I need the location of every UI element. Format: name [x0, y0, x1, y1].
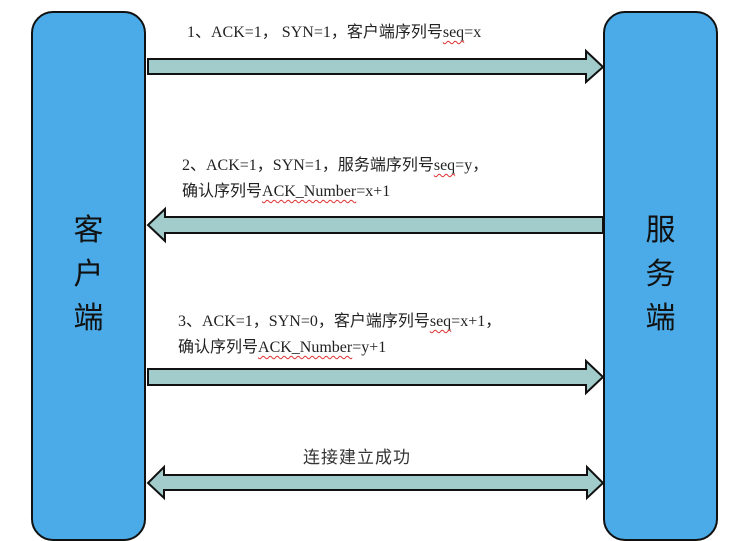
step2-line1-value: =y， [455, 157, 489, 174]
client-label-char: 端 [73, 301, 104, 336]
step3-line2-term: ACK_Number [258, 339, 353, 356]
arrow-right-step1 [147, 48, 605, 85]
step2-line2-text: 确认序列号 [182, 183, 263, 200]
step3-line1-term: seq [429, 313, 452, 330]
step3-line2-value: =y+1 [352, 339, 387, 356]
step1-text: 1、ACK=1， SYN=1，客户端序列号 [187, 24, 443, 41]
step1-label: 1、ACK=1， SYN=1，客户端序列号seq=x [187, 20, 481, 46]
step3-line1-text: 3、ACK=1，SYN=0，客户端序列号 [178, 313, 430, 330]
arrow-right-step3 [147, 358, 605, 396]
step3-line2-text: 确认序列号 [178, 339, 259, 356]
client-label: 客 户 端 [33, 209, 144, 341]
step1-term: seq [442, 24, 465, 41]
step2-line1-text: 2、ACK=1，SYN=1，服务端序列号 [182, 157, 434, 174]
server-node: 服 务 端 [603, 11, 718, 541]
step2-label: 2、ACK=1，SYN=1，服务端序列号seq=y， 确认序列号ACK_Numb… [182, 153, 488, 205]
arrow-left-step2 [146, 206, 604, 244]
server-label: 服 务 端 [605, 209, 716, 341]
server-label-char: 务 [645, 257, 676, 292]
step2-line1-term: seq [433, 157, 456, 174]
connection-established-label: 连接建立成功 [303, 448, 411, 468]
arrow-bidirectional-final [146, 464, 605, 501]
client-label-char: 客 [73, 213, 104, 248]
client-label-char: 户 [73, 257, 104, 292]
server-label-char: 服 [645, 213, 676, 248]
step3-label: 3、ACK=1，SYN=0，客户端序列号seq=x+1， 确认序列号ACK_Nu… [178, 309, 501, 361]
client-node: 客 户 端 [31, 11, 146, 541]
server-label-char: 端 [645, 301, 676, 336]
step2-line2-value: =x+1 [356, 183, 391, 200]
step1-value: =x [464, 24, 482, 41]
step2-line2-term: ACK_Number [262, 183, 357, 200]
step3-line1-value: =x+1， [451, 313, 502, 330]
